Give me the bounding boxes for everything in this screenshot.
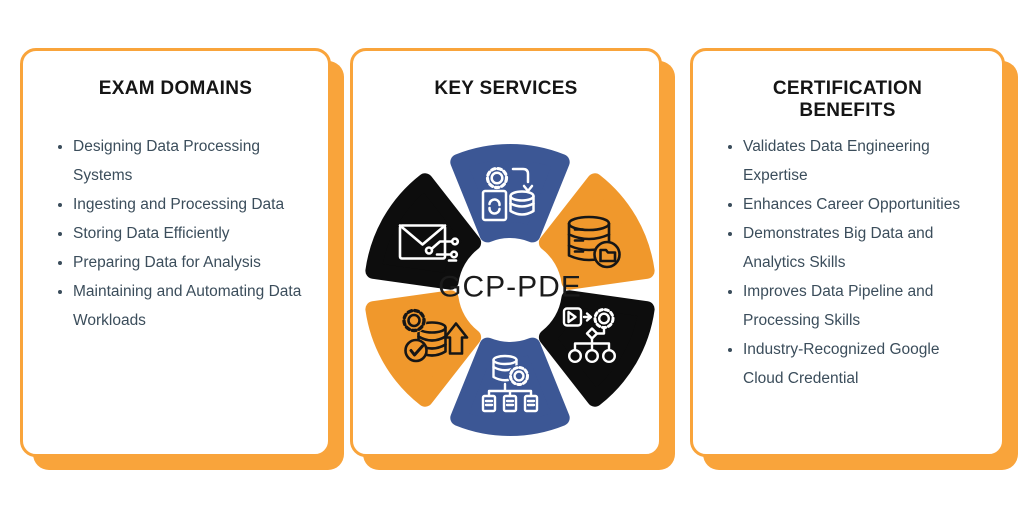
data-quality-automation-icon bbox=[401, 308, 469, 363]
certification-benefits-list: Validates Data Engineering Expertise Enh… bbox=[693, 132, 1002, 393]
list-item: Validates Data Engineering Expertise bbox=[743, 132, 961, 190]
list-item: Designing Data Processing Systems bbox=[73, 132, 315, 190]
petal-bottom bbox=[450, 337, 570, 436]
list-item: Industry-Recognized Google Cloud Credent… bbox=[743, 335, 961, 393]
workflow-orchestration-icon bbox=[562, 307, 617, 364]
data-distribution-icon bbox=[481, 354, 539, 413]
list-item: Ingesting and Processing Data bbox=[73, 190, 315, 219]
etl-pipeline-icon bbox=[481, 166, 535, 222]
list-item: Maintaining and Automating Data Workload… bbox=[73, 277, 315, 335]
exam-domains-card: EXAM DOMAINS Designing Data Processing S… bbox=[20, 48, 331, 457]
list-item: Preparing Data for Analysis bbox=[73, 248, 315, 277]
diagram-center-label: GCP-PDE bbox=[438, 271, 582, 304]
key-services-title: KEY SERVICES bbox=[434, 78, 578, 99]
list-item: Improves Data Pipeline and Processing Sk… bbox=[743, 277, 961, 335]
list-item: Enhances Career Opportunities bbox=[743, 190, 961, 219]
list-item: Storing Data Efficiently bbox=[73, 219, 315, 248]
certification-benefits-title: CERTIFICATION BENEFITS bbox=[772, 78, 923, 121]
exam-domains-list: Designing Data Processing Systems Ingest… bbox=[23, 132, 328, 335]
key-services-card: KEY SERVICES bbox=[350, 48, 662, 457]
data-storage-icon bbox=[567, 215, 621, 269]
exam-domains-title: EXAM DOMAINS bbox=[98, 78, 253, 99]
petal-top-left bbox=[365, 173, 482, 290]
petal-top bbox=[450, 144, 570, 243]
messaging-icon bbox=[398, 224, 460, 262]
list-item: Demonstrates Big Data and Analytics Skil… bbox=[743, 219, 961, 277]
key-services-diagram: GCP-PDE bbox=[365, 144, 655, 436]
certification-benefits-card: CERTIFICATION BENEFITS Validates Data En… bbox=[690, 48, 1005, 457]
